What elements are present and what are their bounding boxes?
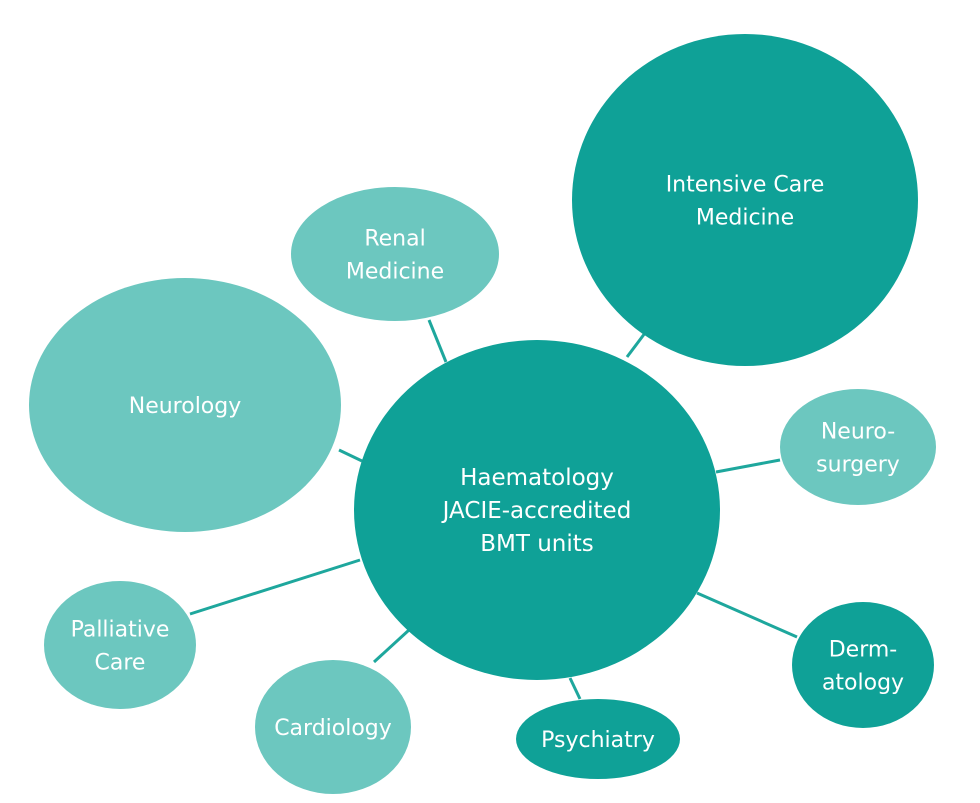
renal-bubble xyxy=(291,187,499,321)
connectors xyxy=(189,319,798,700)
intensive-care-bubble xyxy=(572,34,918,366)
dermatology-label-line: Derm- xyxy=(829,638,898,663)
neurosurgery-bubble xyxy=(780,389,936,505)
node-dermatology: Derm-atology xyxy=(792,602,934,728)
renal-label-line: Medicine xyxy=(346,260,444,285)
connector-renal xyxy=(427,319,448,363)
connector-cardiology xyxy=(372,628,411,664)
center-label-line: BMT units xyxy=(480,531,594,557)
node-neurology: Neurology xyxy=(29,278,341,532)
connector-dermatology xyxy=(696,591,798,639)
center-label-line: Haematology xyxy=(460,465,614,491)
center-label-line: JACIE-accredited xyxy=(441,498,632,524)
node-cardiology: Cardiology xyxy=(255,660,411,794)
palliative-bubble xyxy=(44,581,196,709)
cardiology-label-line: Cardiology xyxy=(274,716,392,741)
neurology-label-line: Neurology xyxy=(129,394,242,419)
center-bubble xyxy=(354,340,720,680)
neurology-bubble xyxy=(29,278,341,532)
node-psychiatry: Psychiatry xyxy=(516,699,680,779)
connector-neurology xyxy=(338,448,363,463)
intensive-care-label-line: Intensive Care xyxy=(666,173,825,198)
bubbles: Intensive CareMedicineRenalMedicineNeuro… xyxy=(29,34,936,794)
dermatology-label-line: atology xyxy=(822,671,904,696)
intensive-care-label-line: Medicine xyxy=(696,206,794,231)
neurosurgery-label-line: surgery xyxy=(816,453,900,478)
connector-palliative xyxy=(189,558,361,616)
dermatology-bubble xyxy=(792,602,934,728)
palliative-label-line: Care xyxy=(95,651,146,676)
palliative-label-line: Palliative xyxy=(71,618,170,643)
connector-intensive-care xyxy=(625,332,647,358)
psychiatry-label-line: Psychiatry xyxy=(541,728,655,753)
renal-label-line: Renal xyxy=(364,227,425,252)
neurosurgery-label-line: Neuro- xyxy=(821,420,895,445)
connector-neurosurgery xyxy=(715,458,781,474)
connector-psychiatry xyxy=(568,677,582,700)
node-neurosurgery: Neuro-surgery xyxy=(780,389,936,505)
psychiatry-bubble xyxy=(516,699,680,779)
cardiology-bubble xyxy=(255,660,411,794)
